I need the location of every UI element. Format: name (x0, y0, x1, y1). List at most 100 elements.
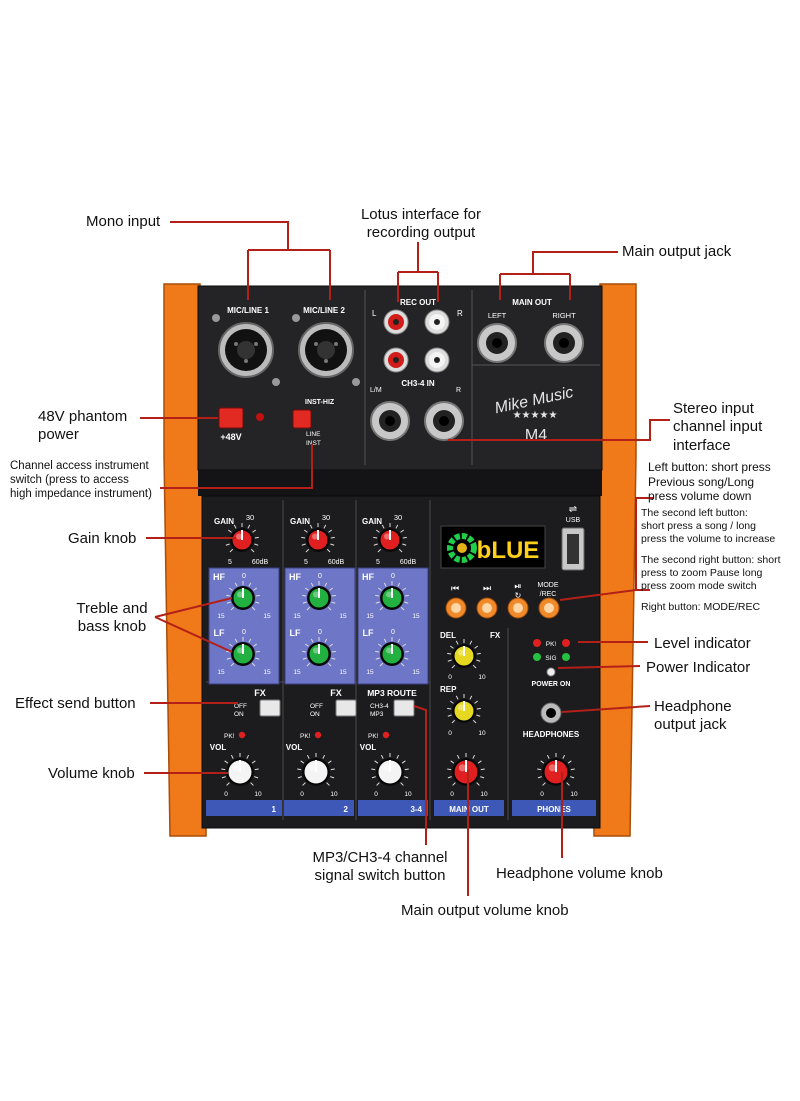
fx-top-label: FX (490, 631, 501, 640)
play-pause-button[interactable] (507, 597, 529, 619)
volume-knob-34[interactable] (371, 753, 409, 786)
knob-tick (400, 782, 404, 786)
knob-tick (476, 652, 481, 655)
combo-jack-2[interactable] (292, 314, 360, 386)
fx-send-switch-2[interactable] (335, 699, 357, 717)
knob-tick (255, 601, 260, 604)
mp3-route-switch[interactable] (393, 699, 415, 717)
gain-knob-2[interactable] (301, 523, 335, 553)
channel-1-strip-label: 1 (272, 805, 277, 814)
knob-tick (396, 754, 400, 759)
delay-knob[interactable] (447, 639, 481, 669)
knob-highlight (548, 764, 557, 772)
knob-tick (400, 529, 405, 533)
pk-channel-led (382, 731, 390, 739)
gain-label: GAIN (290, 517, 310, 526)
eq-hf-scale-left: 15 (293, 613, 301, 620)
gain-knob-1[interactable] (225, 523, 259, 553)
knob-tick (447, 776, 452, 779)
gain-knob-3[interactable] (373, 523, 407, 553)
delay-scale-max: 10 (478, 674, 486, 681)
volume-knob-1[interactable] (221, 753, 259, 786)
treble-knob-3[interactable] (375, 581, 409, 611)
power-on-label: POWER ON (532, 681, 571, 688)
knob-tick (234, 638, 238, 643)
jack-ch34-left[interactable] (370, 401, 410, 441)
knob-tick (302, 657, 307, 660)
jack-main-right[interactable] (544, 323, 584, 363)
rca-in-right[interactable] (424, 347, 450, 373)
fx-send-switch-1[interactable] (259, 699, 281, 717)
headphone-jack[interactable] (540, 702, 562, 724)
prev-button[interactable] (445, 597, 467, 619)
gain-label: GAIN (214, 517, 234, 526)
display-spectrum-center (457, 543, 467, 553)
usb-icon: ⇌ (569, 504, 577, 515)
knob-highlight (458, 764, 466, 772)
knob-tick (226, 657, 231, 660)
on-label: ON (310, 711, 320, 718)
knob-tick (537, 776, 542, 779)
repeat-knob[interactable] (447, 694, 481, 724)
jack-main-left[interactable] (477, 323, 517, 363)
rca-rec-right[interactable] (424, 309, 450, 335)
headphones-label: HEADPHONES (523, 730, 580, 739)
knob-tick (306, 606, 311, 611)
knob-tick (227, 529, 232, 533)
phones-scale-min: 0 (540, 791, 544, 798)
channel-34-strip (358, 800, 428, 816)
knob-tick (449, 700, 454, 704)
vol-scale-min: 0 (374, 791, 378, 798)
knob-tick (400, 606, 405, 611)
knob-tick (566, 782, 570, 786)
display-spectrum-icon (447, 533, 477, 563)
model-label: M4 (525, 427, 547, 444)
knob-tick (302, 601, 307, 604)
treble-knob-2[interactable] (302, 581, 336, 611)
label-second-right-button: The second right button: short press to … (641, 554, 781, 592)
main-output-volume-knob[interactable] (447, 753, 485, 786)
knob-tick (447, 714, 452, 717)
inst-switch[interactable] (292, 409, 312, 429)
phantom-power-button[interactable] (218, 407, 244, 429)
knob-tick (297, 768, 302, 771)
vol-label: VOL (360, 743, 377, 752)
pk-channel-label: PK! (368, 733, 379, 740)
rec-out-label: REC OUT (400, 298, 436, 307)
eq-lf-scale-right: 15 (263, 669, 271, 676)
knob-tick (300, 760, 305, 764)
knob-tick (447, 652, 452, 655)
label-stereo-input: Stereo input channel input interface (673, 400, 763, 454)
rca-in-left[interactable] (383, 347, 409, 373)
eq-hf-scale-right: 15 (339, 613, 347, 620)
left-side-guard (163, 283, 207, 837)
bass-knob-2[interactable] (302, 637, 336, 667)
jack-ch34-right[interactable] (424, 401, 464, 441)
knob-tick (248, 582, 252, 587)
knob-highlight (308, 764, 316, 772)
knob-tick (226, 782, 230, 786)
knob-tick (331, 650, 336, 653)
treble-knob-1[interactable] (226, 581, 260, 611)
knob-tick (252, 529, 257, 533)
volume-knob-2[interactable] (297, 753, 335, 786)
knob-tick (250, 548, 255, 553)
next-button[interactable] (476, 597, 498, 619)
gain-scale-unit: 60dB (328, 559, 345, 566)
combo-jack-1[interactable] (212, 314, 280, 386)
sig-led-right (562, 653, 570, 661)
knob-tick (329, 643, 334, 647)
mode-rec-label-1: MODE (538, 582, 559, 589)
rca-rec-left[interactable] (383, 309, 409, 335)
knob-tick (540, 760, 545, 764)
knob-tick (253, 643, 258, 647)
mode-rec-button[interactable] (538, 597, 560, 619)
bass-knob-1[interactable] (226, 637, 260, 667)
knob-tick (447, 707, 452, 710)
inst-hiz-label: INST-HIZ (305, 399, 335, 406)
main-scale-min: 0 (450, 791, 454, 798)
knob-tick (253, 587, 258, 591)
bass-knob-3[interactable] (375, 637, 409, 667)
